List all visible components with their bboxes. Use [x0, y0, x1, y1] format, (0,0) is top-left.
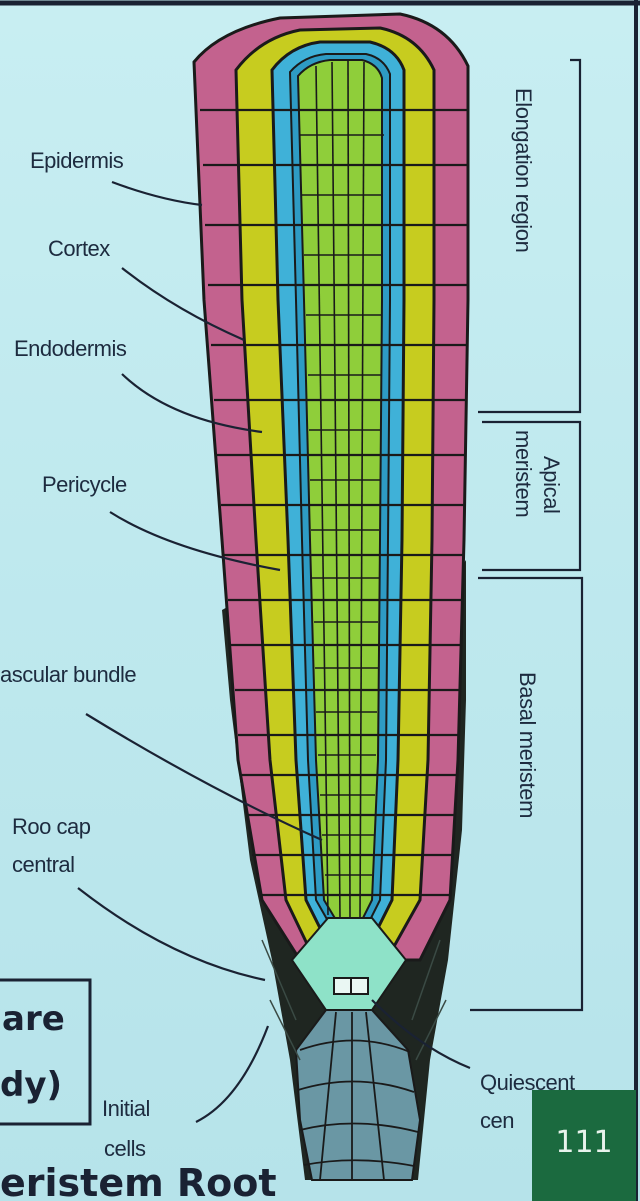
label-root-cap-2: central	[12, 852, 75, 877]
label-root-cap-1: Roo cap	[12, 814, 91, 839]
label-pericycle: Pericycle	[42, 472, 127, 497]
label-initial-1: Initial	[102, 1096, 150, 1121]
label-epidermis: Epidermis	[30, 148, 124, 173]
label-quiescent-2: cen	[480, 1108, 514, 1133]
region-basal: Basal meristem	[515, 672, 540, 818]
label-vascular-bundle: ascular bundle	[0, 662, 136, 687]
region-apical-1: Apical	[539, 456, 564, 514]
slide-number: 111	[555, 1125, 612, 1160]
region-elongation: Elongation region	[511, 88, 536, 252]
label-cortex: Cortex	[48, 236, 110, 261]
side-box-line1: are	[2, 999, 65, 1039]
label-initial-2: cells	[104, 1136, 146, 1161]
footer-title: eristem Root	[0, 1161, 277, 1201]
side-box-line2: dy)	[0, 1065, 62, 1105]
region-apical-2: meristem	[511, 430, 536, 517]
label-endodermis: Endodermis	[14, 336, 127, 361]
